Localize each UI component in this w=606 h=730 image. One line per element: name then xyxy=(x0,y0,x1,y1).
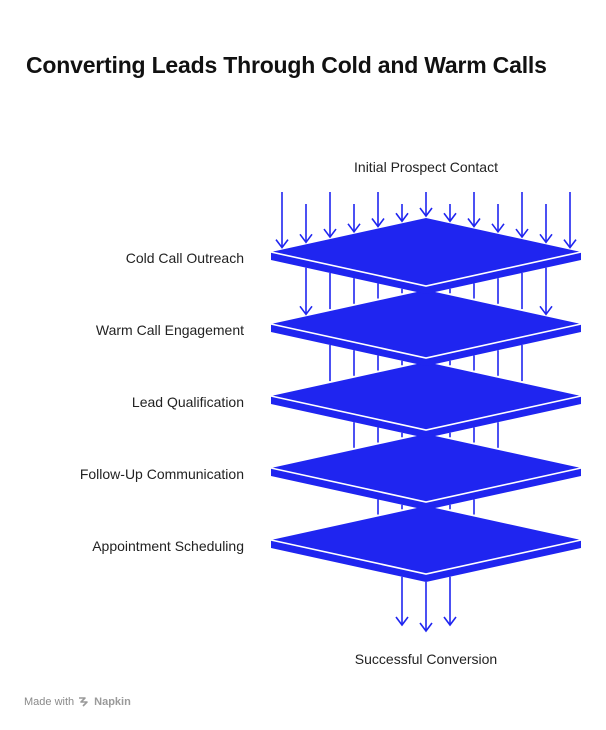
incoming-arrow xyxy=(491,204,505,234)
footer-credit: Made with Napkin xyxy=(24,696,131,708)
layer-label-appointment: Appointment Scheduling xyxy=(92,538,244,554)
layer-label-warm-call: Warm Call Engagement xyxy=(95,322,244,338)
layer-label-cold-call: Cold Call Outreach xyxy=(125,250,244,266)
incoming-arrow xyxy=(443,204,457,223)
input-label: Initial Prospect Contact xyxy=(354,159,498,175)
layer-plate xyxy=(270,506,582,582)
footer-brand: Napkin xyxy=(94,696,131,708)
layer-label-lead-qualification: Lead Qualification xyxy=(131,394,244,410)
incoming-arrow xyxy=(371,192,385,228)
layer-label-follow-up: Follow-Up Communication xyxy=(79,466,244,482)
outgoing-arrow xyxy=(395,576,409,627)
incoming-arrow xyxy=(395,204,409,223)
layer-plate xyxy=(270,218,582,294)
outgoing-arrow xyxy=(419,582,433,633)
incoming-arrow xyxy=(563,192,577,249)
incoming-arrow xyxy=(539,204,553,244)
page-title: Converting Leads Through Cold and Warm C… xyxy=(26,52,547,78)
incoming-arrow xyxy=(323,192,337,239)
napkin-logo-icon xyxy=(79,697,88,707)
incoming-arrow xyxy=(275,192,289,249)
layer-plate xyxy=(270,290,582,366)
connector-arrow xyxy=(539,267,553,316)
incoming-arrow xyxy=(299,204,313,244)
incoming-arrow xyxy=(515,192,529,239)
incoming-arrow xyxy=(419,192,433,218)
layer-plate xyxy=(270,434,582,510)
incoming-arrow xyxy=(347,204,361,234)
footer-prefix: Made with xyxy=(24,696,75,708)
layer-plate xyxy=(270,362,582,438)
outgoing-arrow xyxy=(443,576,457,627)
connector-arrow xyxy=(299,267,313,316)
incoming-arrow xyxy=(467,192,481,228)
output-label: Successful Conversion xyxy=(354,651,498,667)
